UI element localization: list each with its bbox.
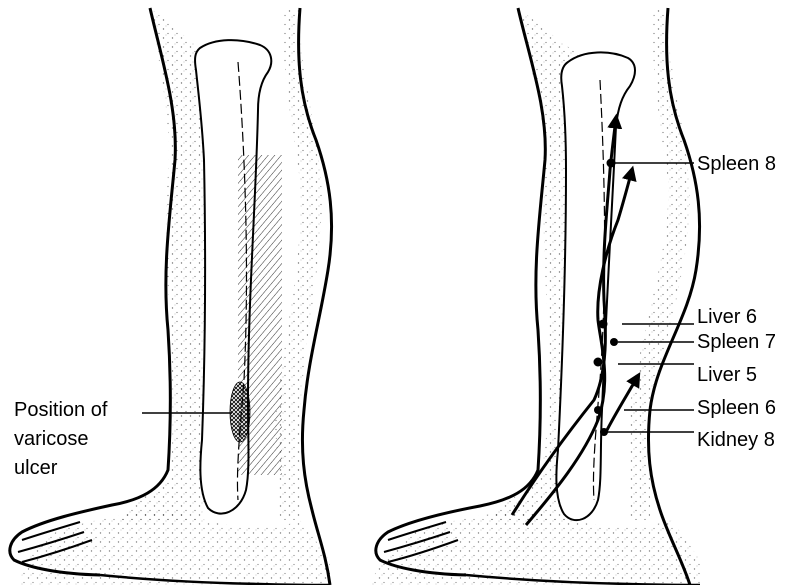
right-leg-outline-front (376, 8, 545, 575)
right-foot-shading (372, 513, 700, 585)
ulcer-label-line-1: Position of (14, 399, 108, 421)
right-tibia (556, 52, 635, 520)
right-leg-shading-back (628, 10, 690, 520)
left-leg-outline-front (10, 8, 176, 575)
ulcer-label: Position of varicose ulcer (14, 399, 113, 479)
right-leg (372, 8, 700, 585)
point-spleen-6-dot (594, 406, 602, 414)
point-liver-6-dot (599, 320, 608, 329)
label-spleen-6: Spleen 6 (697, 397, 776, 419)
label-liver-6: Liver 6 (697, 306, 757, 328)
ulcer-label-line-2: varicose (14, 428, 88, 450)
ulcer-label-line-3: ulcer (14, 457, 58, 479)
label-kidney-8: Kidney 8 (697, 429, 775, 451)
label-spleen-8: Spleen 8 (697, 153, 776, 175)
left-leg (10, 8, 332, 585)
point-liver-5-dot (594, 358, 603, 367)
point-spleen-7-dot (610, 338, 618, 346)
label-liver-5: Liver 5 (697, 364, 757, 386)
label-spleen-7: Spleen 7 (697, 331, 776, 353)
left-leg-shading-back (275, 10, 322, 520)
ulcer-mark (230, 382, 250, 442)
